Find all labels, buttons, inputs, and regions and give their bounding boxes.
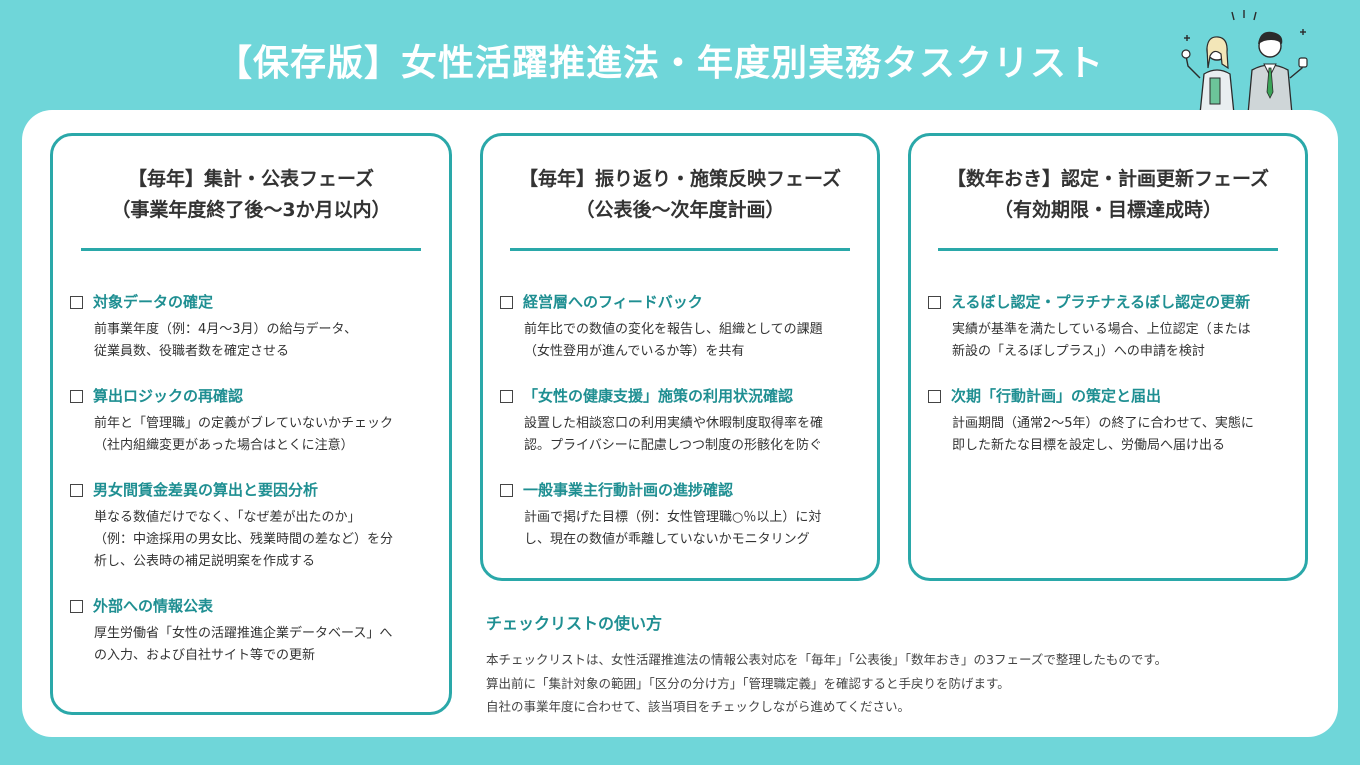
task-title: 対象データの確定 — [93, 293, 214, 311]
checkbox[interactable] — [70, 295, 83, 309]
usage-line: 自社の事業年度に合わせて、該当項目をチェックしながら進めてください。 — [486, 699, 911, 714]
phase-card-annual-review: 【毎年】振り返り・施策反映フェーズ （公表後〜次年度計画） 経営層へのフィードバ… — [480, 133, 880, 581]
task-title: 「女性の健康支援」施策の利用状況確認 — [523, 387, 794, 405]
usage-line: 算出前に「集計対象の範囲」「区分の分け方」「管理職定義」を確認すると手戻りを防げ… — [486, 675, 1010, 691]
task-item: 経営層へのフィードバック 前年比での数値の変化を報告し、組織としての課題 （女性… — [500, 291, 863, 363]
checkbox[interactable] — [70, 389, 83, 403]
task-item: 算出ロジックの再確認 前年と「管理職」の定義がブレていないかチェック （社内組織… — [70, 385, 435, 457]
task-title: 外部への情報公表 — [93, 597, 214, 615]
usage-line: 本チェックリストは、女性活躍推進法の情報公表対応を「毎年」「公表後」「数年おき」… — [486, 652, 1168, 667]
task-description: 厚生労働省「女性の活躍推進企業データベース」へ の入力、および自社サイト等での更… — [94, 626, 393, 663]
checkbox[interactable] — [70, 599, 83, 613]
business-people-illustration-icon — [1181, 10, 1308, 114]
task-item: 次期「行動計画」の策定と届出 計画期間（通常2〜5年）の終了に合わせて、実態に … — [928, 385, 1291, 457]
task-description: 前事業年度（例：4月〜3月）の給与データ、 従業員数、役職者数を確定させる — [94, 322, 358, 359]
task-description: 計画で掲げた目標（例：女性管理職○％以上）に対 し、現在の数値が乖離していないか… — [524, 510, 822, 547]
task-title: 一般事業主行動計画の進捗確認 — [523, 481, 734, 499]
phase-card-multi-year: 【数年おき】認定・計画更新フェーズ （有効期限・目標達成時） えるぼし認定・プラ… — [908, 133, 1308, 581]
card-heading: 【毎年】振り返り・施策反映フェーズ （公表後〜次年度計画） — [518, 168, 842, 221]
checkbox[interactable] — [500, 483, 513, 497]
card-heading: 【数年おき】認定・計画更新フェーズ （有効期限・目標達成時） — [946, 168, 1270, 221]
page-title: 【保存版】女性活躍推進法・年度別実務タスクリスト — [215, 43, 1104, 84]
task-item: 「女性の健康支援」施策の利用状況確認 設置した相談窓口の利用実績や休暇制度取得率… — [500, 385, 863, 457]
task-title: 男女間賃金差異の算出と要因分析 — [93, 481, 319, 499]
task-description: 前年比での数値の変化を報告し、組織としての課題 （女性登用が進んでいるか等）を共… — [524, 322, 823, 359]
checkbox[interactable] — [500, 389, 513, 403]
task-item: 一般事業主行動計画の進捗確認 計画で掲げた目標（例：女性管理職○％以上）に対 し… — [500, 479, 863, 551]
task-title: 算出ロジックの再確認 — [93, 387, 244, 405]
usage-section: チェックリストの使い方 本チェックリストは、女性活躍推進法の情報公表対応を「毎年… — [486, 610, 1326, 719]
task-item: 男女間賃金差異の算出と要因分析 単なる数値だけでなく、「なぜ差が出たのか」 （例… — [70, 479, 435, 573]
phase-card-annual-aggregation: 【毎年】集計・公表フェーズ （事業年度終了後〜3か月以内） 対象データの確定 前… — [50, 133, 452, 715]
divider — [938, 248, 1278, 251]
task-description: 単なる数値だけでなく、「なぜ差が出たのか」 （例：中途採用の男女比、残業時間の差… — [94, 510, 394, 569]
task-description: 計画期間（通常2〜5年）の終了に合わせて、実態に 即した新たな目標を設定し、労働… — [952, 416, 1254, 453]
checkbox[interactable] — [70, 483, 83, 497]
task-item: えるぼし認定・プラチナえるぼし認定の更新 実績が基準を満たしている場合、上位認定… — [928, 291, 1291, 363]
task-title: 次期「行動計画」の策定と届出 — [951, 387, 1162, 405]
divider — [510, 248, 850, 251]
card-heading: 【毎年】集計・公表フェーズ （事業年度終了後〜3か月以内） — [111, 168, 391, 221]
checkbox[interactable] — [928, 295, 941, 309]
task-description: 前年と「管理職」の定義がブレていないかチェック （社内組織変更があった場合はとく… — [94, 416, 394, 453]
task-title: 経営層へのフィードバック — [523, 293, 703, 311]
task-description: 実績が基準を満たしている場合、上位認定（または 新設の「えるぼしプラス」）への申… — [952, 322, 1251, 359]
task-title: えるぼし認定・プラチナえるぼし認定の更新 — [951, 293, 1251, 311]
task-item: 対象データの確定 前事業年度（例：4月〜3月）の給与データ、 従業員数、役職者数… — [70, 291, 435, 363]
divider — [81, 248, 421, 251]
checkbox[interactable] — [500, 295, 513, 309]
usage-title: チェックリストの使い方 — [486, 614, 663, 633]
checkbox[interactable] — [928, 389, 941, 403]
task-item: 外部への情報公表 厚生労働省「女性の活躍推進企業データベース」へ の入力、および… — [70, 595, 435, 667]
task-description: 設置した相談窓口の利用実績や休暇制度取得率を確 認。プライバシーに配慮しつつ制度… — [524, 416, 824, 453]
